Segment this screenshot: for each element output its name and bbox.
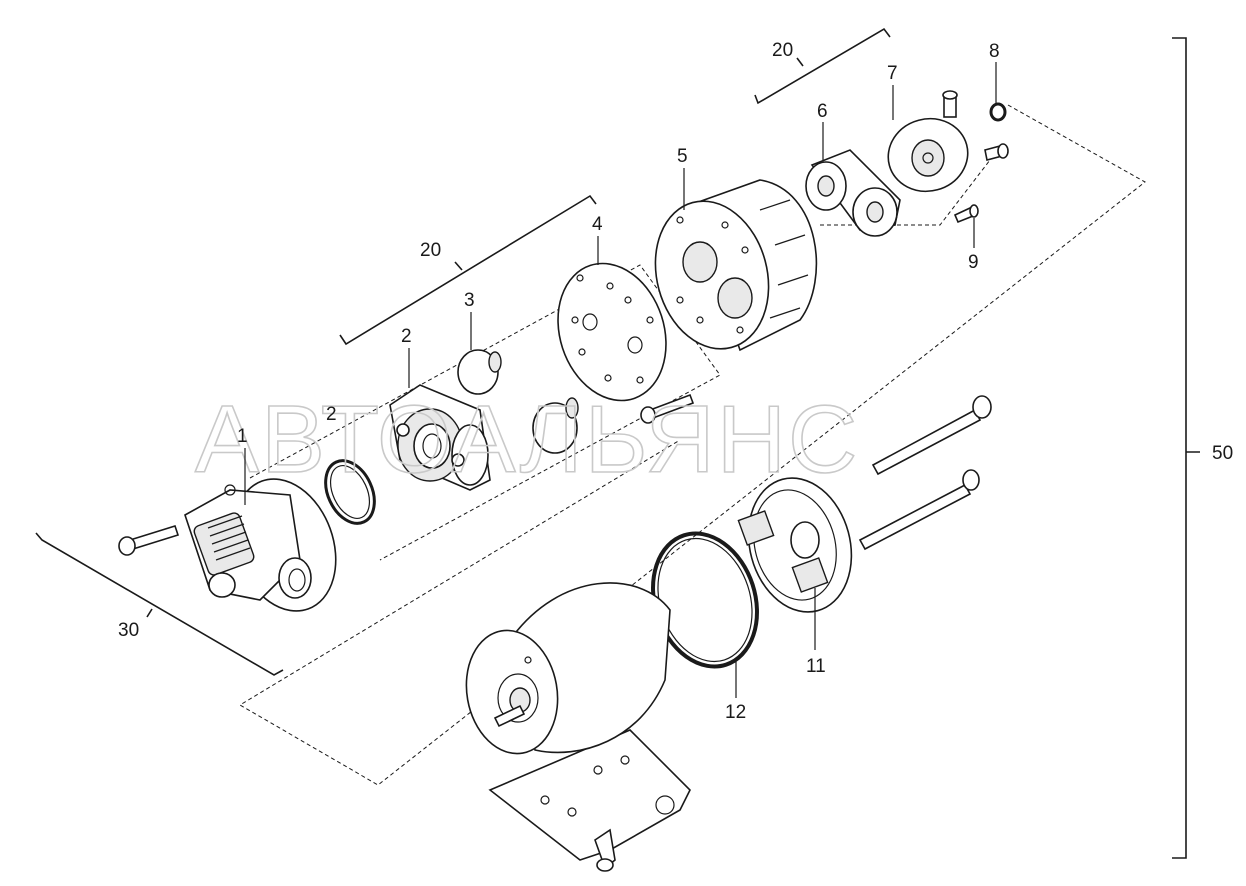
callout-4: 4 <box>592 214 603 235</box>
part-2-o-ring <box>324 459 376 525</box>
callout-8: 8 <box>989 41 1000 62</box>
group-label-20-mid: 20 <box>420 240 441 261</box>
motor-assembly <box>465 582 691 872</box>
screw-middle <box>640 393 695 424</box>
watermark-text: АВТОАЛЬЯНС <box>195 386 859 493</box>
group-label-50: 50 <box>1212 443 1233 464</box>
dashed-envelope-cam <box>820 159 991 226</box>
part-4-plate <box>557 262 667 402</box>
callout-12: 12 <box>725 702 746 723</box>
part-8-ring <box>989 102 1007 122</box>
part-11-brush-holder <box>737 477 853 613</box>
callout-2-ring: 2 <box>326 404 337 425</box>
callout-5: 5 <box>677 146 688 167</box>
bracket-20-mid <box>339 194 597 346</box>
callout-6: 6 <box>817 101 828 122</box>
part-6-eccentric <box>805 149 901 237</box>
part-7-cover <box>887 90 1009 193</box>
part-5-housing <box>654 179 818 352</box>
callout-3: 3 <box>464 290 475 311</box>
callout-7: 7 <box>887 63 898 84</box>
part-1-pump-head <box>184 478 337 612</box>
callout-9: 9 <box>968 252 979 273</box>
group-label-30: 30 <box>118 620 139 641</box>
long-bolt-lower <box>858 469 980 551</box>
callout-11: 11 <box>806 656 826 677</box>
bracket-50 <box>1172 37 1200 859</box>
part-9-pin <box>953 204 979 224</box>
callout-leaders <box>244 62 997 698</box>
callout-2-valve: 2 <box>401 326 412 347</box>
screw-left <box>118 525 180 556</box>
dashed-envelope-main <box>239 104 1146 786</box>
bracket-20-top <box>754 27 891 105</box>
long-bolt-upper <box>871 395 992 476</box>
part-3-diaphragm <box>457 349 579 454</box>
part-2-valve-plate <box>389 384 491 491</box>
group-label-20-top: 20 <box>772 40 793 61</box>
callout-1: 1 <box>237 426 248 447</box>
bracket-30 <box>35 532 284 676</box>
